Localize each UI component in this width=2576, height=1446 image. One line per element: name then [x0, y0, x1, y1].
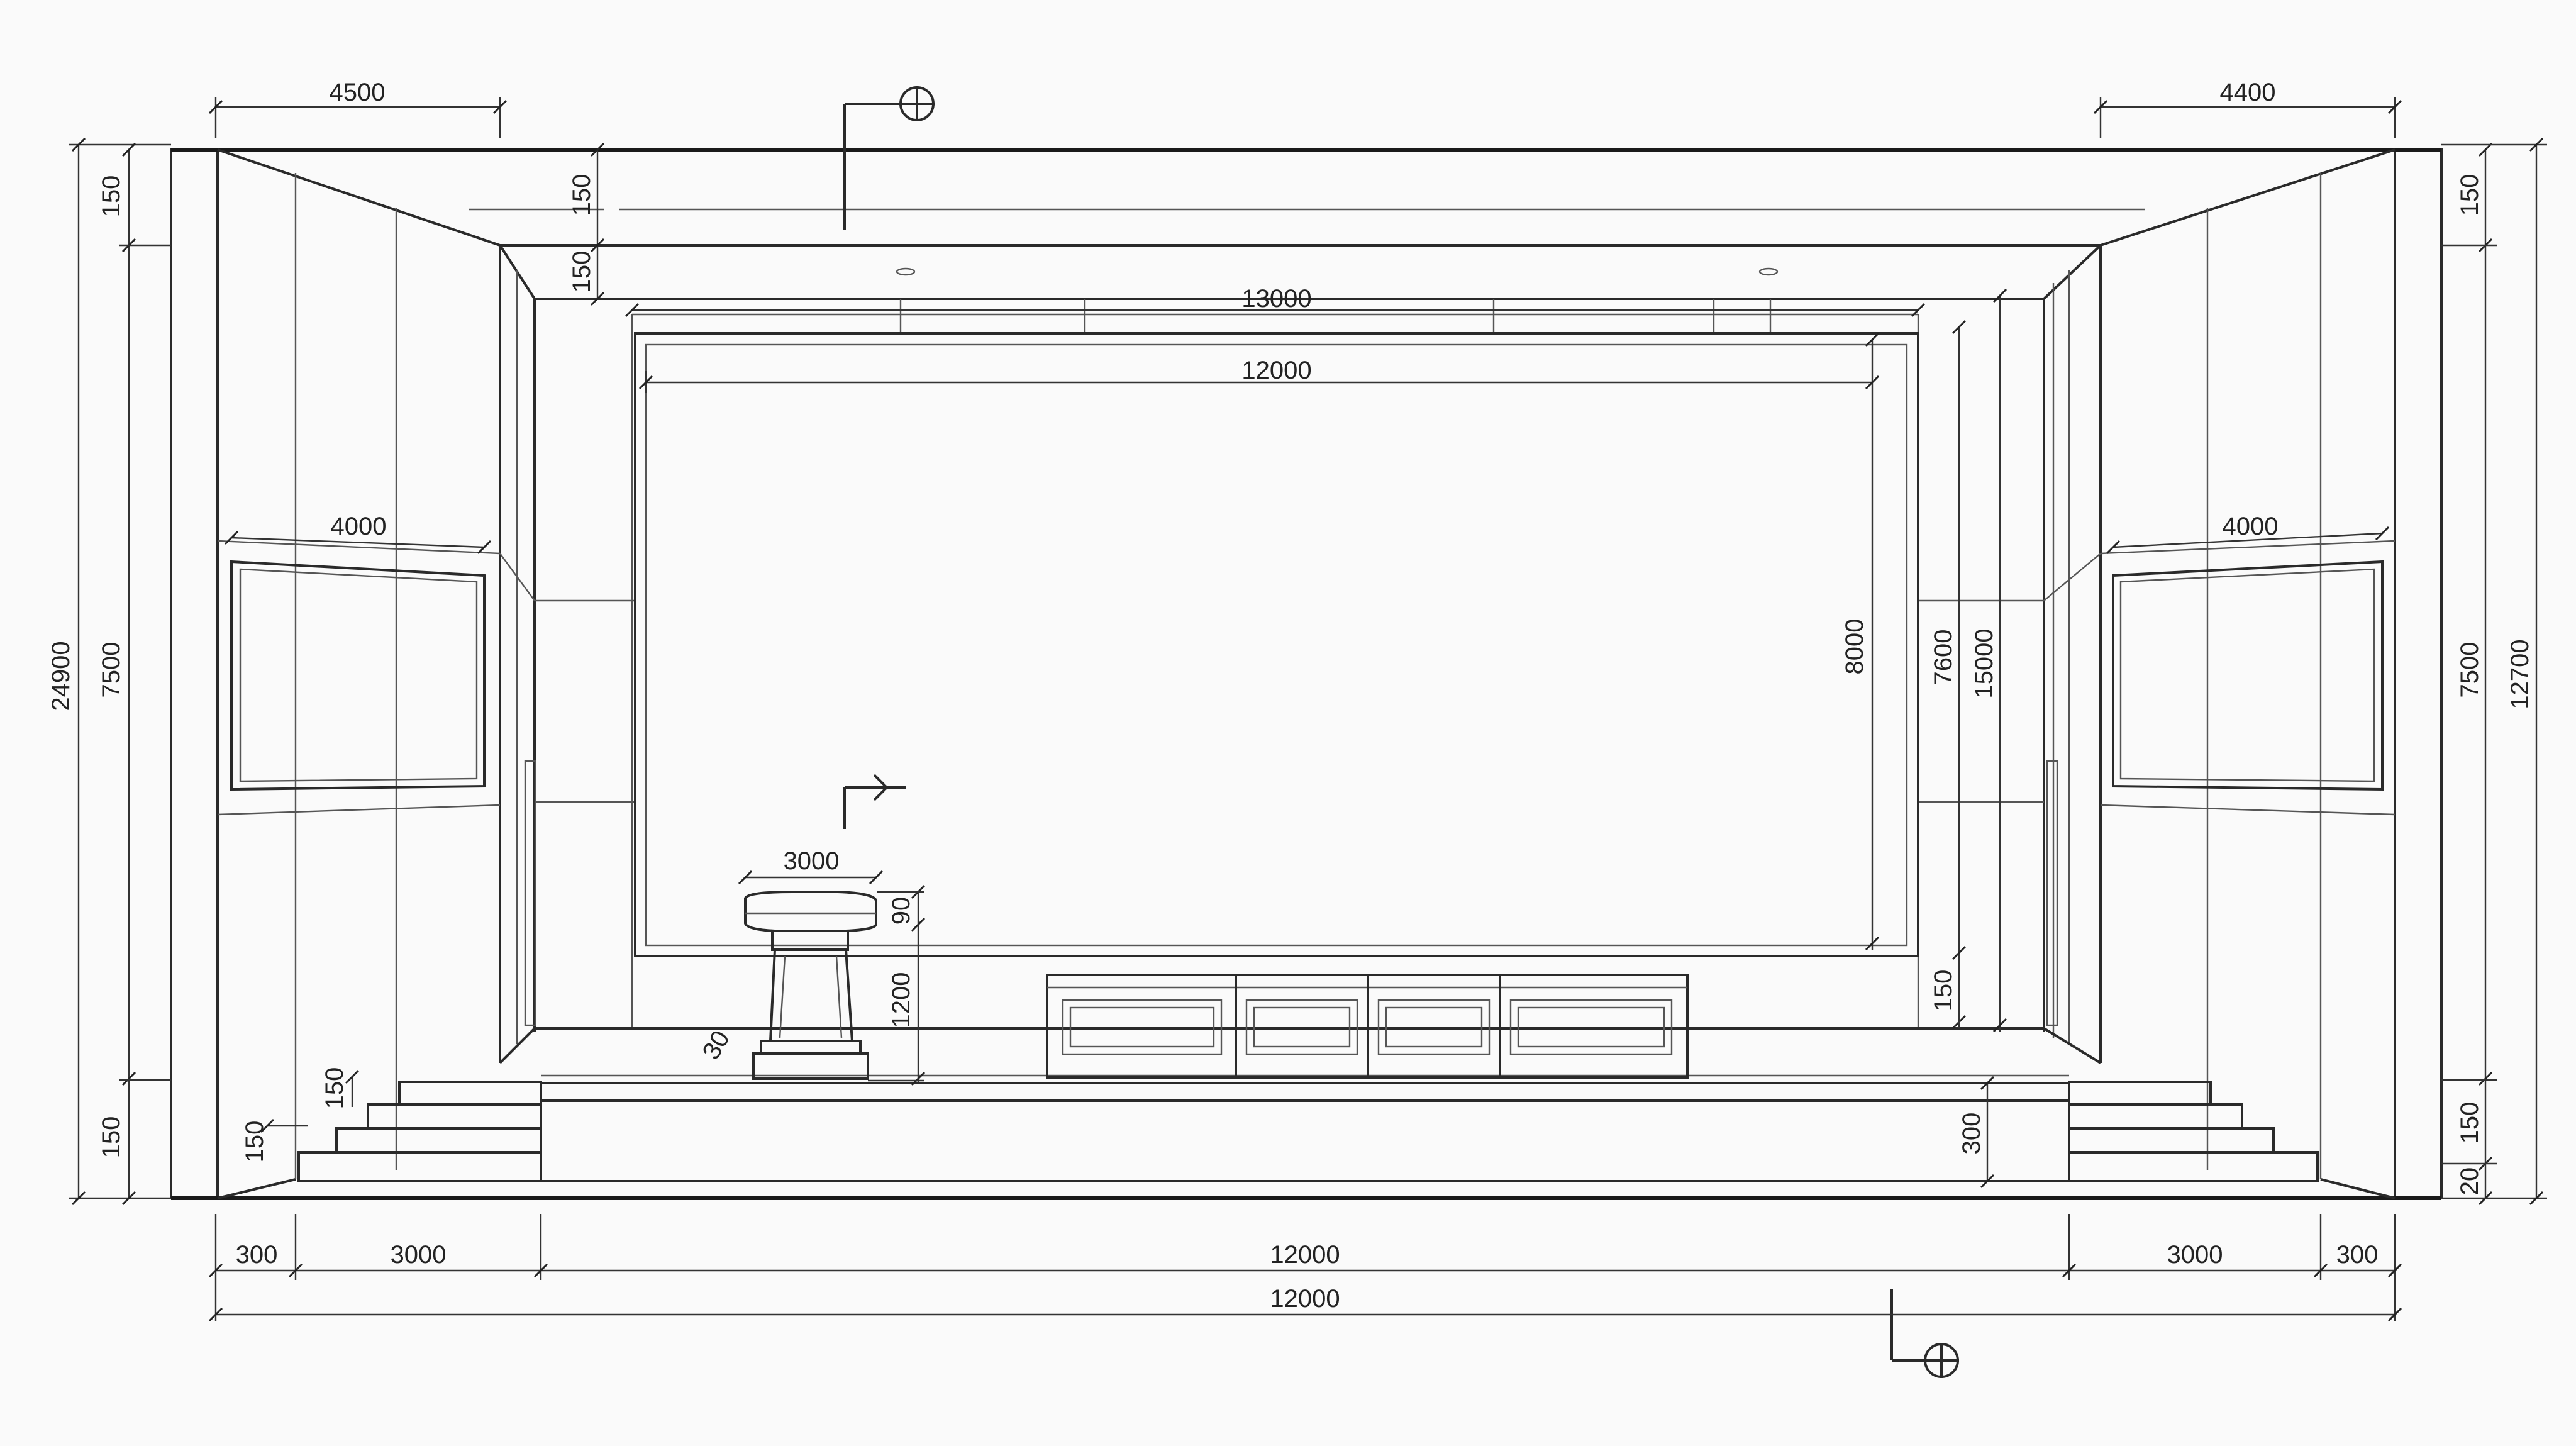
dim-podium-top: 90: [887, 897, 915, 925]
dim-right-15000: 15000: [1970, 628, 1998, 698]
dim-podium-height: 1200: [887, 972, 915, 1028]
dim-inner-13000: 13000: [1241, 285, 1311, 313]
dimension-labels: 4500 4400 150 150 13000 12000 4000 4000 …: [47, 79, 2534, 1313]
dim-top-left: 4500: [330, 79, 386, 106]
dim-step-150-b: 150: [241, 1121, 269, 1163]
dim-bottom-12000: 12000: [1270, 1241, 1340, 1269]
left-side-screen: [230, 560, 486, 791]
dim-bottom-3000-left: 3000: [391, 1241, 447, 1269]
dim-bottom-3000-right: 3000: [2167, 1241, 2223, 1269]
right-side-screen: [2112, 560, 2384, 791]
dim-left-150-bottom: 150: [97, 1116, 125, 1159]
right-steps: [2068, 1081, 2319, 1182]
stage-platform: [540, 1074, 2070, 1182]
dim-podium-base: 30: [697, 1026, 735, 1064]
left-wall: [170, 148, 219, 1199]
dim-step-150: 150: [321, 1067, 348, 1110]
dim-podium-width: 3000: [784, 847, 840, 875]
dim-right-7500: 7500: [2456, 642, 2484, 698]
dim-right-12700: 12700: [2506, 639, 2534, 709]
dim-right-150-top: 150: [2456, 174, 2484, 216]
dim-right-20: 20: [2456, 1167, 2484, 1196]
dim-top-150-b: 150: [568, 251, 596, 293]
dim-bottom-300-right: 300: [2336, 1241, 2379, 1269]
dim-left-7500: 7500: [97, 642, 125, 698]
dim-bottom-300-left: 300: [236, 1241, 278, 1269]
left-steps: [297, 1081, 542, 1182]
dim-left-150-top: 150: [97, 175, 125, 218]
dim-right-panel: 4000: [2223, 513, 2279, 540]
dim-stage-300: 300: [1958, 1113, 1985, 1155]
section-marker-middle[interactable]: [843, 774, 906, 829]
dim-right-150-small: 150: [1929, 970, 1957, 1012]
dim-left-total: 24900: [47, 641, 75, 711]
dim-top-right: 4400: [2220, 79, 2276, 106]
section-marker-top[interactable]: [843, 86, 935, 230]
dim-bottom-total: 12000: [1270, 1285, 1340, 1313]
dim-left-panel: 4000: [331, 513, 387, 540]
podium: [744, 891, 877, 1080]
section-marker-bottom[interactable]: [1890, 1289, 1959, 1378]
dim-screen-height: 8000: [1841, 619, 1868, 675]
dim-top-150-a: 150: [568, 174, 596, 216]
dim-screen-12000: 12000: [1241, 357, 1311, 384]
dim-right-150-bottom: 150: [2456, 1102, 2484, 1144]
dim-right-7600: 7600: [1929, 630, 1957, 686]
cabinet: [1046, 974, 1689, 1079]
right-wall: [2394, 148, 2443, 1199]
main-screen: [634, 332, 1919, 957]
room-outline: [171, 148, 2441, 1200]
dimension-lines: [69, 97, 2547, 1322]
